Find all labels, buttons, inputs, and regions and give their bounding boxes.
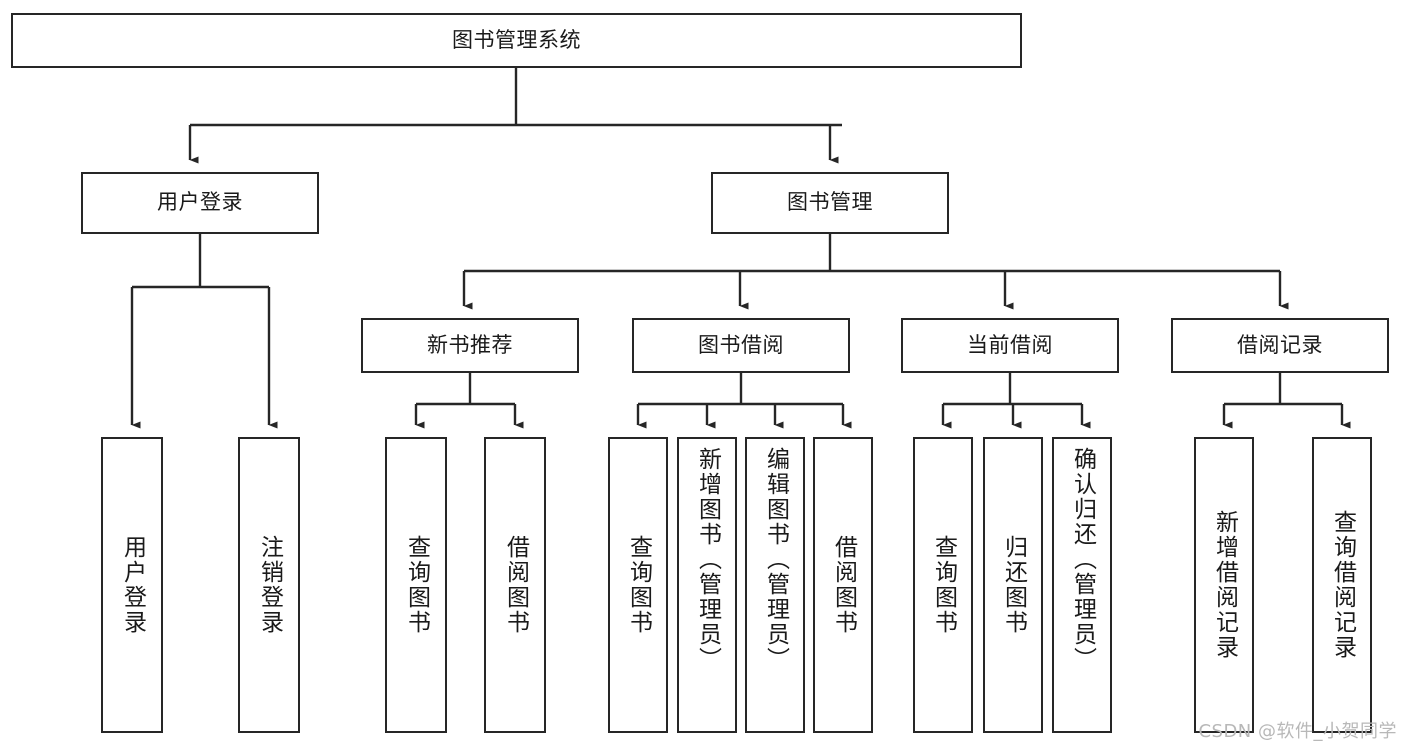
node-root[interactable]: 图书管理系统 bbox=[11, 13, 1022, 68]
node-new-book-recommend-label: 新书推荐 bbox=[427, 332, 513, 357]
edge-root-trunk bbox=[190, 68, 842, 127]
edge-borrow-record-to-leaves bbox=[1222, 373, 1351, 429]
node-leaf-edit-book-label: 编辑图书（管理员） bbox=[762, 447, 789, 672]
node-book-borrow[interactable]: 图书借阅 bbox=[632, 318, 850, 373]
node-borrow-record[interactable]: 借阅记录 bbox=[1171, 318, 1389, 373]
edge-new-book-recommend-to-leaves bbox=[414, 373, 524, 429]
node-leaf-add-record[interactable]: 新增借阅记录 bbox=[1194, 437, 1254, 733]
node-user-login[interactable]: 用户登录 bbox=[81, 172, 319, 234]
node-leaf-query-book-1[interactable]: 查询图书 bbox=[385, 437, 447, 733]
node-leaf-add-record-label: 新增借阅记录 bbox=[1211, 510, 1238, 660]
node-book-manage-label: 图书管理 bbox=[787, 190, 873, 215]
node-leaf-add-book[interactable]: 新增图书（管理员） bbox=[677, 437, 737, 733]
node-leaf-user-login[interactable]: 用户登录 bbox=[101, 437, 163, 733]
node-leaf-return-book[interactable]: 归还图书 bbox=[983, 437, 1043, 733]
node-root-label: 图书管理系统 bbox=[452, 27, 581, 52]
edge-book-borrow-to-leaves bbox=[636, 373, 852, 429]
node-current-borrow-label: 当前借阅 bbox=[967, 332, 1053, 357]
node-leaf-query-book-2[interactable]: 查询图书 bbox=[608, 437, 668, 733]
edge-user-login-to-leaves bbox=[130, 234, 278, 429]
node-leaf-logout[interactable]: 注销登录 bbox=[238, 437, 300, 733]
node-leaf-borrow-book-1[interactable]: 借阅图书 bbox=[484, 437, 546, 733]
node-leaf-borrow-book-2-label: 借阅图书 bbox=[830, 535, 857, 635]
node-leaf-confirm-return[interactable]: 确认归还（管理员） bbox=[1052, 437, 1112, 733]
node-leaf-edit-book[interactable]: 编辑图书（管理员） bbox=[745, 437, 805, 733]
node-leaf-query-record[interactable]: 查询借阅记录 bbox=[1312, 437, 1372, 733]
node-book-borrow-label: 图书借阅 bbox=[698, 332, 784, 357]
node-leaf-query-record-label: 查询借阅记录 bbox=[1329, 510, 1356, 660]
node-leaf-borrow-book-2[interactable]: 借阅图书 bbox=[813, 437, 873, 733]
node-leaf-return-book-label: 归还图书 bbox=[1000, 535, 1027, 635]
node-user-login-label: 用户登录 bbox=[157, 190, 243, 215]
edge-book-manage-to-level3 bbox=[462, 234, 1289, 310]
node-leaf-query-book-1-label: 查询图书 bbox=[403, 535, 430, 635]
node-leaf-borrow-book-1-label: 借阅图书 bbox=[502, 535, 529, 635]
node-current-borrow[interactable]: 当前借阅 bbox=[901, 318, 1119, 373]
node-leaf-add-book-label: 新增图书（管理员） bbox=[694, 447, 721, 672]
node-leaf-query-book-2-label: 查询图书 bbox=[625, 535, 652, 635]
node-book-manage[interactable]: 图书管理 bbox=[711, 172, 949, 234]
edge-current-borrow-to-leaves bbox=[941, 373, 1091, 429]
node-leaf-confirm-return-label: 确认归还（管理员） bbox=[1069, 447, 1096, 672]
node-leaf-logout-label: 注销登录 bbox=[256, 535, 283, 635]
watermark: CSDN @软件_小贺同学 bbox=[1198, 721, 1397, 742]
node-borrow-record-label: 借阅记录 bbox=[1237, 332, 1323, 357]
node-new-book-recommend[interactable]: 新书推荐 bbox=[361, 318, 579, 373]
node-leaf-query-book-3-label: 查询图书 bbox=[930, 535, 957, 635]
node-leaf-query-book-3[interactable]: 查询图书 bbox=[913, 437, 973, 733]
node-leaf-user-login-label: 用户登录 bbox=[119, 535, 146, 635]
